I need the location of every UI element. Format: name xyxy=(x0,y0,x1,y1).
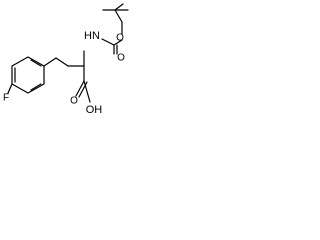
atom-label-oh: OH xyxy=(86,104,103,116)
bond-carbamate-c-n xyxy=(101,38,115,46)
bond-carboxyl-oh xyxy=(83,80,91,103)
tert-butyl-group xyxy=(102,3,129,23)
bond-carbamate-c-o-ester xyxy=(113,39,123,46)
atom-label-fluorine: F xyxy=(3,93,9,104)
bond-ch2-to-ch2 xyxy=(55,57,69,67)
atom-label-o-ester: O xyxy=(116,33,124,44)
structure-canvas: O HN O O OH F xyxy=(0,0,159,122)
bond-tbu-4 xyxy=(114,9,123,23)
fluorophenyl-ring xyxy=(7,56,45,94)
bond-carboxyl-o-2 xyxy=(78,81,88,98)
ring-double-bond-3 xyxy=(30,83,42,91)
amino-acid-backbone xyxy=(43,50,91,103)
molecule-drawing: O HN O O OH F xyxy=(3,3,129,116)
atom-label-o-carbonyl: O xyxy=(117,53,125,64)
atom-label-hn: HN xyxy=(84,30,100,42)
bond-tbu-2 xyxy=(114,3,124,11)
atom-label-o-acid: O xyxy=(70,96,78,107)
bond-carboxyl-o-1 xyxy=(75,80,85,97)
bond-ring-to-fluorine xyxy=(7,83,13,94)
ring-double-bond-1 xyxy=(30,59,42,67)
ring-outline xyxy=(11,56,45,94)
carbamate-group xyxy=(101,21,123,55)
bond-ch2-to-ring xyxy=(43,57,57,67)
